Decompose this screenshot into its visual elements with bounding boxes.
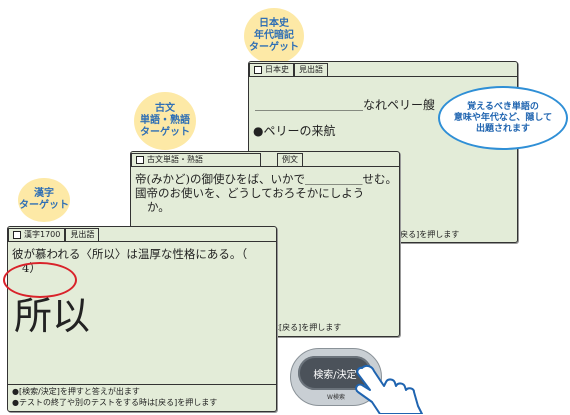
kanji-headword: 所以 (14, 294, 91, 338)
kobun-footer-2: る時は[戻る]を押します (255, 323, 342, 332)
kanji-tab[interactable]: 漢字1700 (8, 228, 66, 241)
kanji-footer-1: ●[検索/決定]を押すと答えが出ます (12, 387, 140, 396)
history-answer: ●ペリーの来航 (253, 124, 336, 138)
hidden-info-bubble: 覚えるべき単語の 意味や年代など、隠して 出題されます (438, 86, 568, 150)
history-tab[interactable]: 日本史 (249, 63, 294, 76)
checkbox-icon (254, 66, 262, 74)
kanji-line-1: 彼が慕われる〈所以〉は温厚な性格にある。（ (12, 247, 248, 261)
example-tab-label: 例文 (282, 155, 298, 164)
checkbox-icon (136, 156, 144, 164)
w-search-label: W検索 (327, 394, 345, 401)
pointing-hand-icon (355, 364, 423, 414)
history-tab-label: 日本史 (265, 65, 289, 74)
history-question: ＿＿＿＿＿＿＿＿＿なれペリー艘 (255, 98, 436, 112)
footer-divider (8, 384, 276, 385)
headword-tab[interactable]: 見出語 (294, 63, 328, 76)
kanji-tab-label: 漢字1700 (24, 230, 61, 239)
kobun-line-2: 國帝のお使いを、どうしておろそかにしよう (135, 186, 365, 200)
headword-tab-label: 見出語 (299, 65, 323, 74)
kobun-target-badge: 古文 単語・熟語 ターゲット (134, 92, 196, 150)
kanji-headword-tab-label: 見出語 (70, 230, 95, 239)
kobun-tab[interactable]: 古文単語・熟語 (131, 153, 261, 166)
history-target-badge: 日本史 年代暗記 ターゲット (244, 8, 304, 64)
answer-highlight-circle (3, 262, 77, 298)
history-footer: る時は[戻る]を押します (373, 230, 460, 239)
kobun-tab-label: 古文単語・熟語 (147, 155, 203, 164)
kanji-footer-2: ●テストの終了や別のテストをする時は[戻る]を押します (12, 398, 218, 407)
checkbox-icon (13, 231, 21, 239)
kanji-screen: 漢字1700 見出語 彼が慕われる〈所以〉は温厚な性格にある。（ 4） 所以 ●… (7, 226, 277, 412)
search-enter-label: 検索/決定 (313, 369, 357, 381)
kanji-headword-tab[interactable]: 見出語 (65, 228, 100, 241)
kobun-line-3: か。 (147, 200, 170, 214)
kobun-line-1: 帝(みかど)の御使ひをば、いかで＿＿＿＿＿せむ。 (135, 172, 397, 186)
example-tab[interactable]: 例文 (277, 153, 303, 166)
kanji-target-badge: 漢字 ターゲット (18, 178, 70, 222)
